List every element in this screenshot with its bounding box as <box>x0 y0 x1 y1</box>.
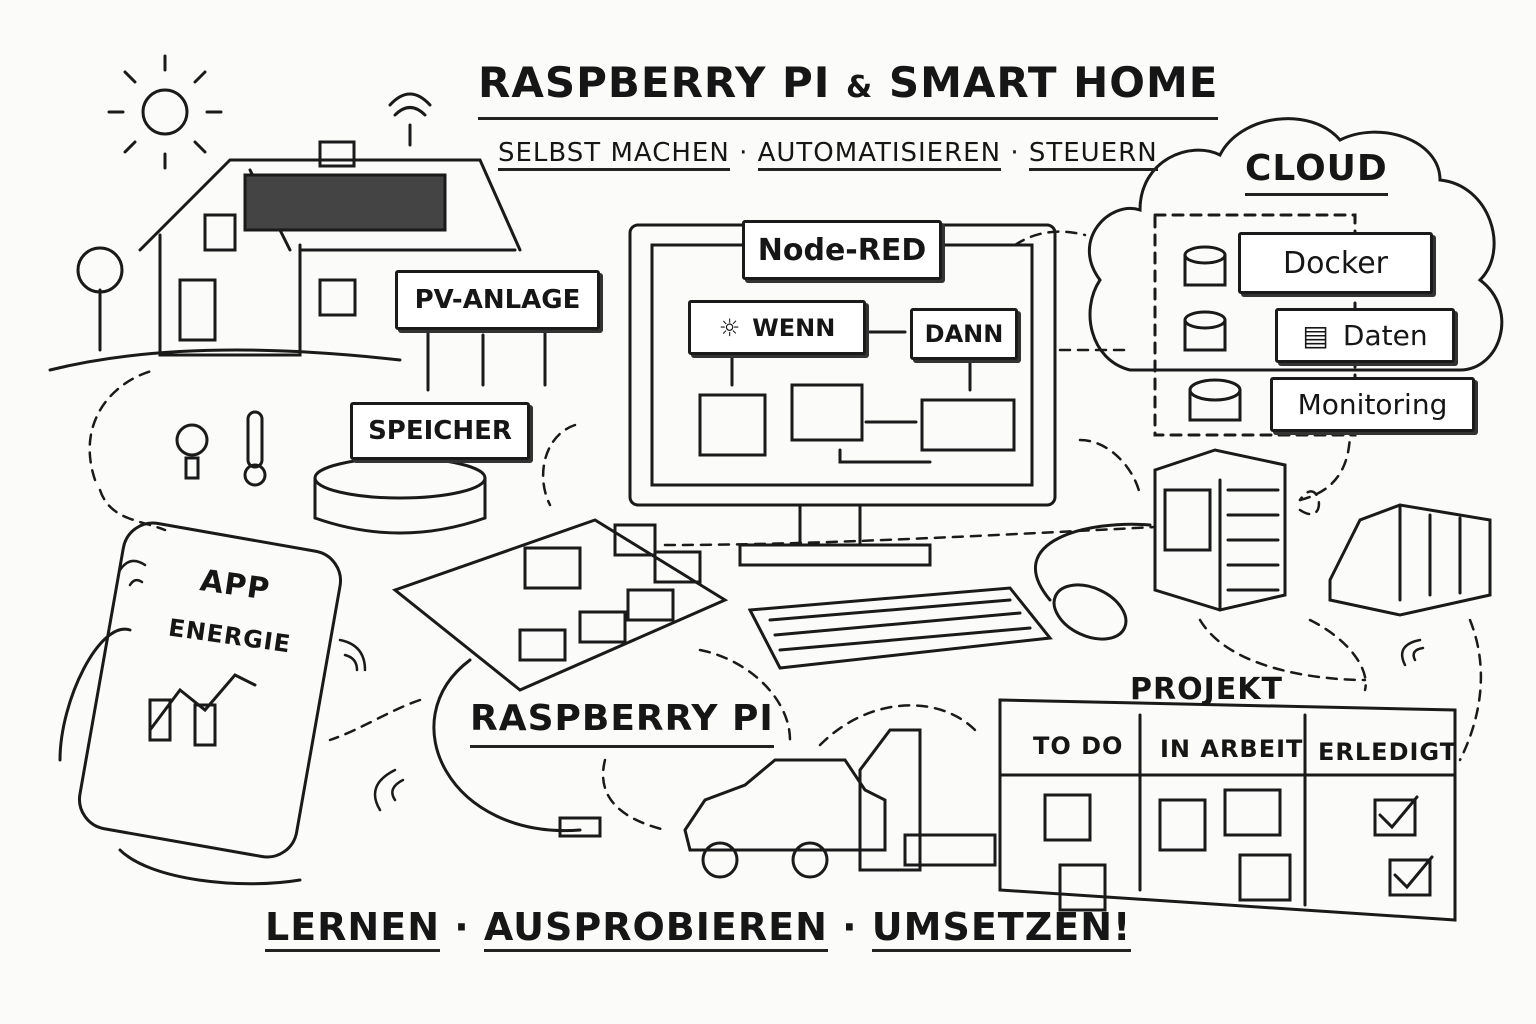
project-title: PROJEKT <box>1130 672 1283 707</box>
title-smart-home: SMART HOME <box>888 58 1219 107</box>
raspberry-pi-label: RASPBERRY PI <box>470 698 774 748</box>
electric-car-illustration <box>683 758 887 879</box>
keyboard-illustration <box>747 586 1053 670</box>
smartphone-illustration <box>58 521 342 886</box>
page-title: RASPBERRY PI & SMART HOME <box>478 58 1219 120</box>
footer-item: AUSPROBIEREN <box>483 905 828 952</box>
thermometer-icon <box>243 410 267 487</box>
docker-label: Docker <box>1238 232 1433 294</box>
house-illustration <box>48 92 522 372</box>
monitoring-label: Monitoring <box>1270 377 1475 432</box>
greenhouse-illustration <box>1328 503 1492 617</box>
data-label: ▤ Daten <box>1275 308 1455 363</box>
battery-storage-illustration <box>313 456 487 535</box>
server-rack-illustration <box>1153 448 1287 612</box>
light-bulb-icon <box>175 423 209 480</box>
column-todo: TO DO <box>1033 732 1124 760</box>
cloud-outline <box>1087 117 1504 437</box>
data-label-text: Daten <box>1342 319 1428 352</box>
storage-label: SPEICHER <box>350 402 530 460</box>
subtitle: SELBST MACHEN · AUTOMATISIEREN · STEUERN <box>498 138 1158 171</box>
footer-separator: · <box>842 905 858 949</box>
charging-station-illustration <box>858 728 997 872</box>
footer-item: LERNEN <box>265 905 440 952</box>
title-raspberry-pi: RASPBERRY PI <box>478 58 831 107</box>
kanban-board-illustration <box>998 698 1457 922</box>
sun-icon <box>107 54 223 170</box>
cloud-title: CLOUD <box>1245 148 1388 196</box>
energy-arrows <box>426 328 547 392</box>
column-done: ERLEDIGT <box>1318 738 1458 766</box>
subtitle-item: SELBST MACHEN <box>498 138 730 171</box>
flow-node-if-label: WENN <box>752 313 836 342</box>
documents-icon: ▤ <box>1302 319 1329 352</box>
footer-separator: · <box>454 905 470 949</box>
flow-node-then: DANN <box>910 308 1018 360</box>
pv-system-label: PV-ANLAGE <box>395 270 600 330</box>
flow-node-if: ☼ WENN <box>688 300 866 355</box>
mouse-illustration <box>1052 583 1128 641</box>
sun-icon: ☼ <box>718 313 741 342</box>
subtitle-item: STEUERN <box>1028 138 1158 171</box>
column-in-progress: IN ARBEIT <box>1160 735 1304 763</box>
connector-arrows <box>88 230 1483 832</box>
footer-item: UMSETZEN! <box>871 905 1132 952</box>
footer-slogan: LERNEN · AUSPROBIEREN · UMSETZEN! <box>265 905 1132 952</box>
wireless-signal-icons <box>118 559 1425 812</box>
mouse-cable <box>1034 522 1152 602</box>
subtitle-separator: · <box>739 138 749 168</box>
title-ampersand: & <box>846 70 874 105</box>
subtitle-item: AUTOMATISIEREN <box>757 138 1002 171</box>
subtitle-separator: · <box>1010 138 1020 168</box>
node-red-label: Node-RED <box>742 220 942 280</box>
raspberry-pi-board-illustration <box>391 518 729 838</box>
